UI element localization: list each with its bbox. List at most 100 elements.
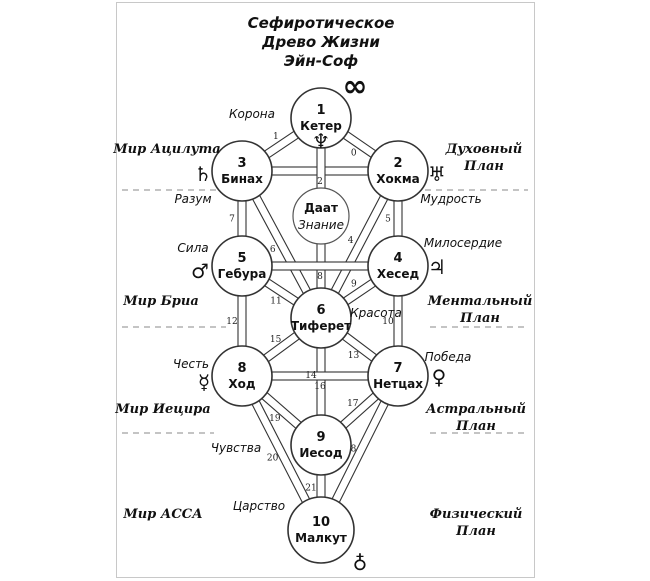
uranus-icon: ♅ [428, 162, 446, 186]
sephira-name: Малкут [295, 531, 347, 545]
sephira-name: Иесод [299, 446, 343, 460]
sephirot-layer: 1Кетер2Хокма3Бинах4Хесед5Гебура6Тиферет7… [211, 87, 429, 564]
path-number-15: 15 [270, 335, 282, 345]
sephira-number: 1 [316, 103, 325, 118]
world-atziluth: Мир Ацилута [112, 142, 220, 157]
sephira-name: Кетер [300, 119, 342, 133]
sephira-name: Бинах [221, 172, 263, 186]
attribute-mudrost: Мудрость [420, 192, 481, 206]
attribute-korona: Корона [229, 107, 275, 121]
sephira-circle [211, 140, 273, 202]
plane-physical-line-2: План [455, 524, 496, 539]
sephira-circle [287, 496, 355, 564]
attribute-miloserdie: Милосердие [424, 236, 502, 250]
path-number-1: 1 [273, 132, 279, 142]
sephira-circle [367, 235, 429, 297]
attribute-pobeda: Победа [425, 350, 472, 364]
attribute-razum: Разум [174, 192, 211, 206]
sephira-name: Тиферет [291, 319, 351, 333]
path-number-21: 21 [305, 484, 316, 494]
daat-name: Даат [304, 201, 338, 215]
sephira-number: 9 [316, 430, 325, 445]
path-number-11: 11 [270, 296, 281, 306]
jupiter-icon: ♃ [428, 255, 446, 279]
plane-spiritual-line-1: Духовный [445, 142, 522, 157]
path-number-5: 5 [385, 215, 391, 225]
path-number-17: 17 [347, 399, 359, 409]
attribute-tsarstvo: Царство [233, 499, 285, 513]
plane-astral-line-1: Астральный [425, 402, 526, 417]
path-number-7: 7 [229, 215, 235, 225]
path-number-10: 10 [382, 317, 394, 327]
title-line-3: Эйн-Соф [284, 52, 358, 70]
path-number-6: 6 [270, 245, 276, 255]
path-number-4: 4 [348, 236, 354, 246]
plane-mental-line-1: Ментальный [427, 294, 533, 309]
plane-dividers [122, 189, 528, 434]
earth-icon: ♁ [353, 551, 368, 575]
path-number-14: 14 [305, 371, 317, 381]
daat-circle [292, 187, 350, 245]
sephira-name: Гебура [218, 267, 267, 281]
attribute-chest: Честь [173, 357, 209, 371]
path-number-13: 13 [348, 351, 360, 361]
attribute-chuvstva: Чувства [211, 441, 261, 455]
neptune-icon: ♆ [312, 129, 330, 153]
plane-mental-line-2: План [459, 311, 500, 326]
path-number-19: 19 [269, 414, 281, 424]
sephira-name: Хесед [377, 267, 420, 281]
world-briah: Мир Бриа [122, 294, 199, 309]
sephira-number: 4 [393, 251, 402, 266]
path-number-16: 16 [314, 382, 326, 392]
sephira-number: 10 [312, 515, 330, 530]
sephira-circle [290, 414, 352, 476]
mars-icon: ♂ [191, 259, 209, 283]
daat-node: Даат Знание [292, 187, 350, 245]
venus-icon: ♀ [432, 365, 447, 389]
plane-physical-line-1: Физический [430, 507, 523, 522]
sephira-circle [367, 140, 429, 202]
plane-spiritual-line-2: План [463, 159, 504, 174]
sephira-circle [290, 287, 352, 349]
mercury-icon: ☿ [198, 370, 210, 394]
sephira-circle [367, 345, 429, 407]
daat-meaning: Знание [298, 218, 344, 232]
world-assiah: Мир АССА [122, 507, 202, 522]
sephira-circle [211, 345, 273, 407]
attribute-sila: Сила [177, 241, 208, 255]
sephira-number: 2 [393, 156, 402, 171]
path-number-2: 2 [317, 177, 323, 187]
infinity-symbol: ∞ [343, 69, 368, 104]
path-number-9: 9 [351, 280, 357, 290]
title-line-2: Древо Жизни [261, 33, 380, 51]
sephira-name: Нетцах [373, 377, 423, 391]
saturn-icon: ♄ [194, 162, 212, 186]
world-yetzirah: Мир Иецира [114, 402, 210, 417]
sephira-number: 5 [237, 251, 246, 266]
sephira-number: 7 [393, 361, 402, 376]
sephira-number: 3 [237, 156, 246, 171]
sephira-number: 8 [237, 361, 246, 376]
sephira-circle [290, 87, 352, 149]
path-number-0: 0 [351, 149, 357, 159]
sephira-name: Хокма [376, 172, 420, 186]
sephira-name: Ход [228, 377, 255, 391]
sephira-number: 6 [316, 303, 325, 318]
path-number-8: 8 [317, 272, 323, 282]
attribute-krasota: Красота [350, 306, 402, 320]
path-number-20: 20 [267, 454, 279, 464]
title-line-1: Сефиротическое [248, 14, 395, 32]
plane-astral-line-2: План [455, 419, 496, 434]
sephira-circle [211, 235, 273, 297]
